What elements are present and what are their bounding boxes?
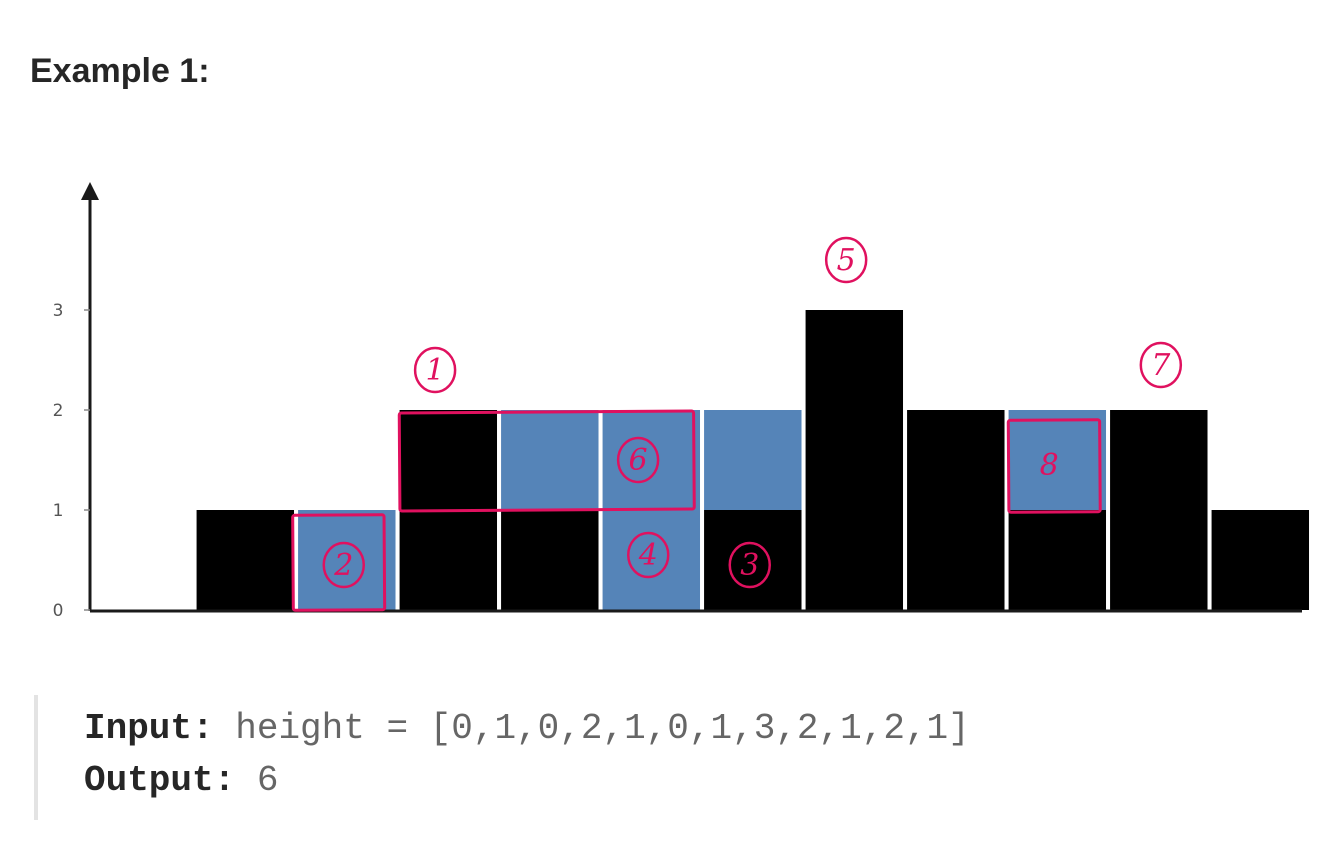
example-code-block: Input: height = [0,1,0,2,1,0,1,3,2,1,2,1… <box>34 695 1238 820</box>
y-ticks: 0 1 2 3 <box>53 301 90 621</box>
annotation-text-4: 4 <box>638 538 658 573</box>
annotation-5: 5 <box>824 236 868 284</box>
annotation-1: 1 <box>413 346 457 394</box>
annotation-text-2: 2 <box>333 548 353 583</box>
annotation-text-5: 5 <box>837 243 856 278</box>
annotation-7: 7 <box>1139 341 1183 389</box>
y-axis-arrow <box>81 182 99 200</box>
water-9 <box>1008 410 1107 510</box>
output-value: 6 <box>256 760 279 801</box>
annotation-circle-3 <box>728 541 771 589</box>
bar-10 <box>1110 410 1208 610</box>
annotation-4: 4 <box>627 531 670 579</box>
elevation-chart: 0 1 2 3 1 2 3 4 5 6 7 8 <box>53 182 1310 621</box>
water-4 <box>501 410 599 510</box>
annotation-box-2 <box>291 513 387 612</box>
bar-4 <box>501 510 599 610</box>
annotation-text-1: 1 <box>426 353 445 388</box>
water-6 <box>704 410 802 510</box>
bar-8 <box>907 410 1005 610</box>
bar-6 <box>704 510 802 610</box>
y-tick-label-2: 2 <box>53 401 64 421</box>
input-label: Input: <box>84 708 214 749</box>
annotation-8: 8 <box>1006 418 1102 514</box>
annotation-circle-2 <box>322 541 365 589</box>
bar-1 <box>196 510 295 610</box>
annotation-text-6: 6 <box>629 443 648 478</box>
annotation-circle-4 <box>627 531 670 579</box>
annotation-6: 6 <box>397 409 696 513</box>
bar-9 <box>1008 510 1107 610</box>
annotation-circle-1 <box>413 346 457 394</box>
annotation-box-6 <box>397 409 696 513</box>
axis-layer <box>81 182 1302 613</box>
output-label: Output: <box>84 760 236 801</box>
annotation-box-8 <box>1006 418 1102 514</box>
annotation-3: 3 <box>728 541 771 589</box>
example-title: Example 1: <box>30 52 210 90</box>
annotation-2: 2 <box>291 513 387 612</box>
input-line: Input: height = [0,1,0,2,1,0,1,3,2,1,2,1… <box>84 703 1238 755</box>
input-value: height = [0,1,0,2,1,0,1,3,2,1,2,1] <box>235 708 970 749</box>
annotation-layer: 1 2 3 4 5 6 7 8 <box>291 236 1183 612</box>
annotation-circle-5 <box>824 236 868 284</box>
bars-layer <box>196 310 1310 610</box>
annotation-circle-7 <box>1139 341 1183 389</box>
annotation-text-7: 7 <box>1151 348 1171 383</box>
y-tick-label-0: 0 <box>53 601 64 621</box>
bar-7 <box>805 310 904 610</box>
annotation-circle-6 <box>616 436 660 484</box>
output-line: Output: 6 <box>84 755 1238 807</box>
bar-11 <box>1211 510 1310 610</box>
water-2 <box>298 510 396 610</box>
annotation-text-8: 8 <box>1040 448 1059 483</box>
y-tick-label-3: 3 <box>53 301 64 321</box>
y-tick-label-1: 1 <box>53 501 64 521</box>
annotation-text-3: 3 <box>740 548 759 583</box>
